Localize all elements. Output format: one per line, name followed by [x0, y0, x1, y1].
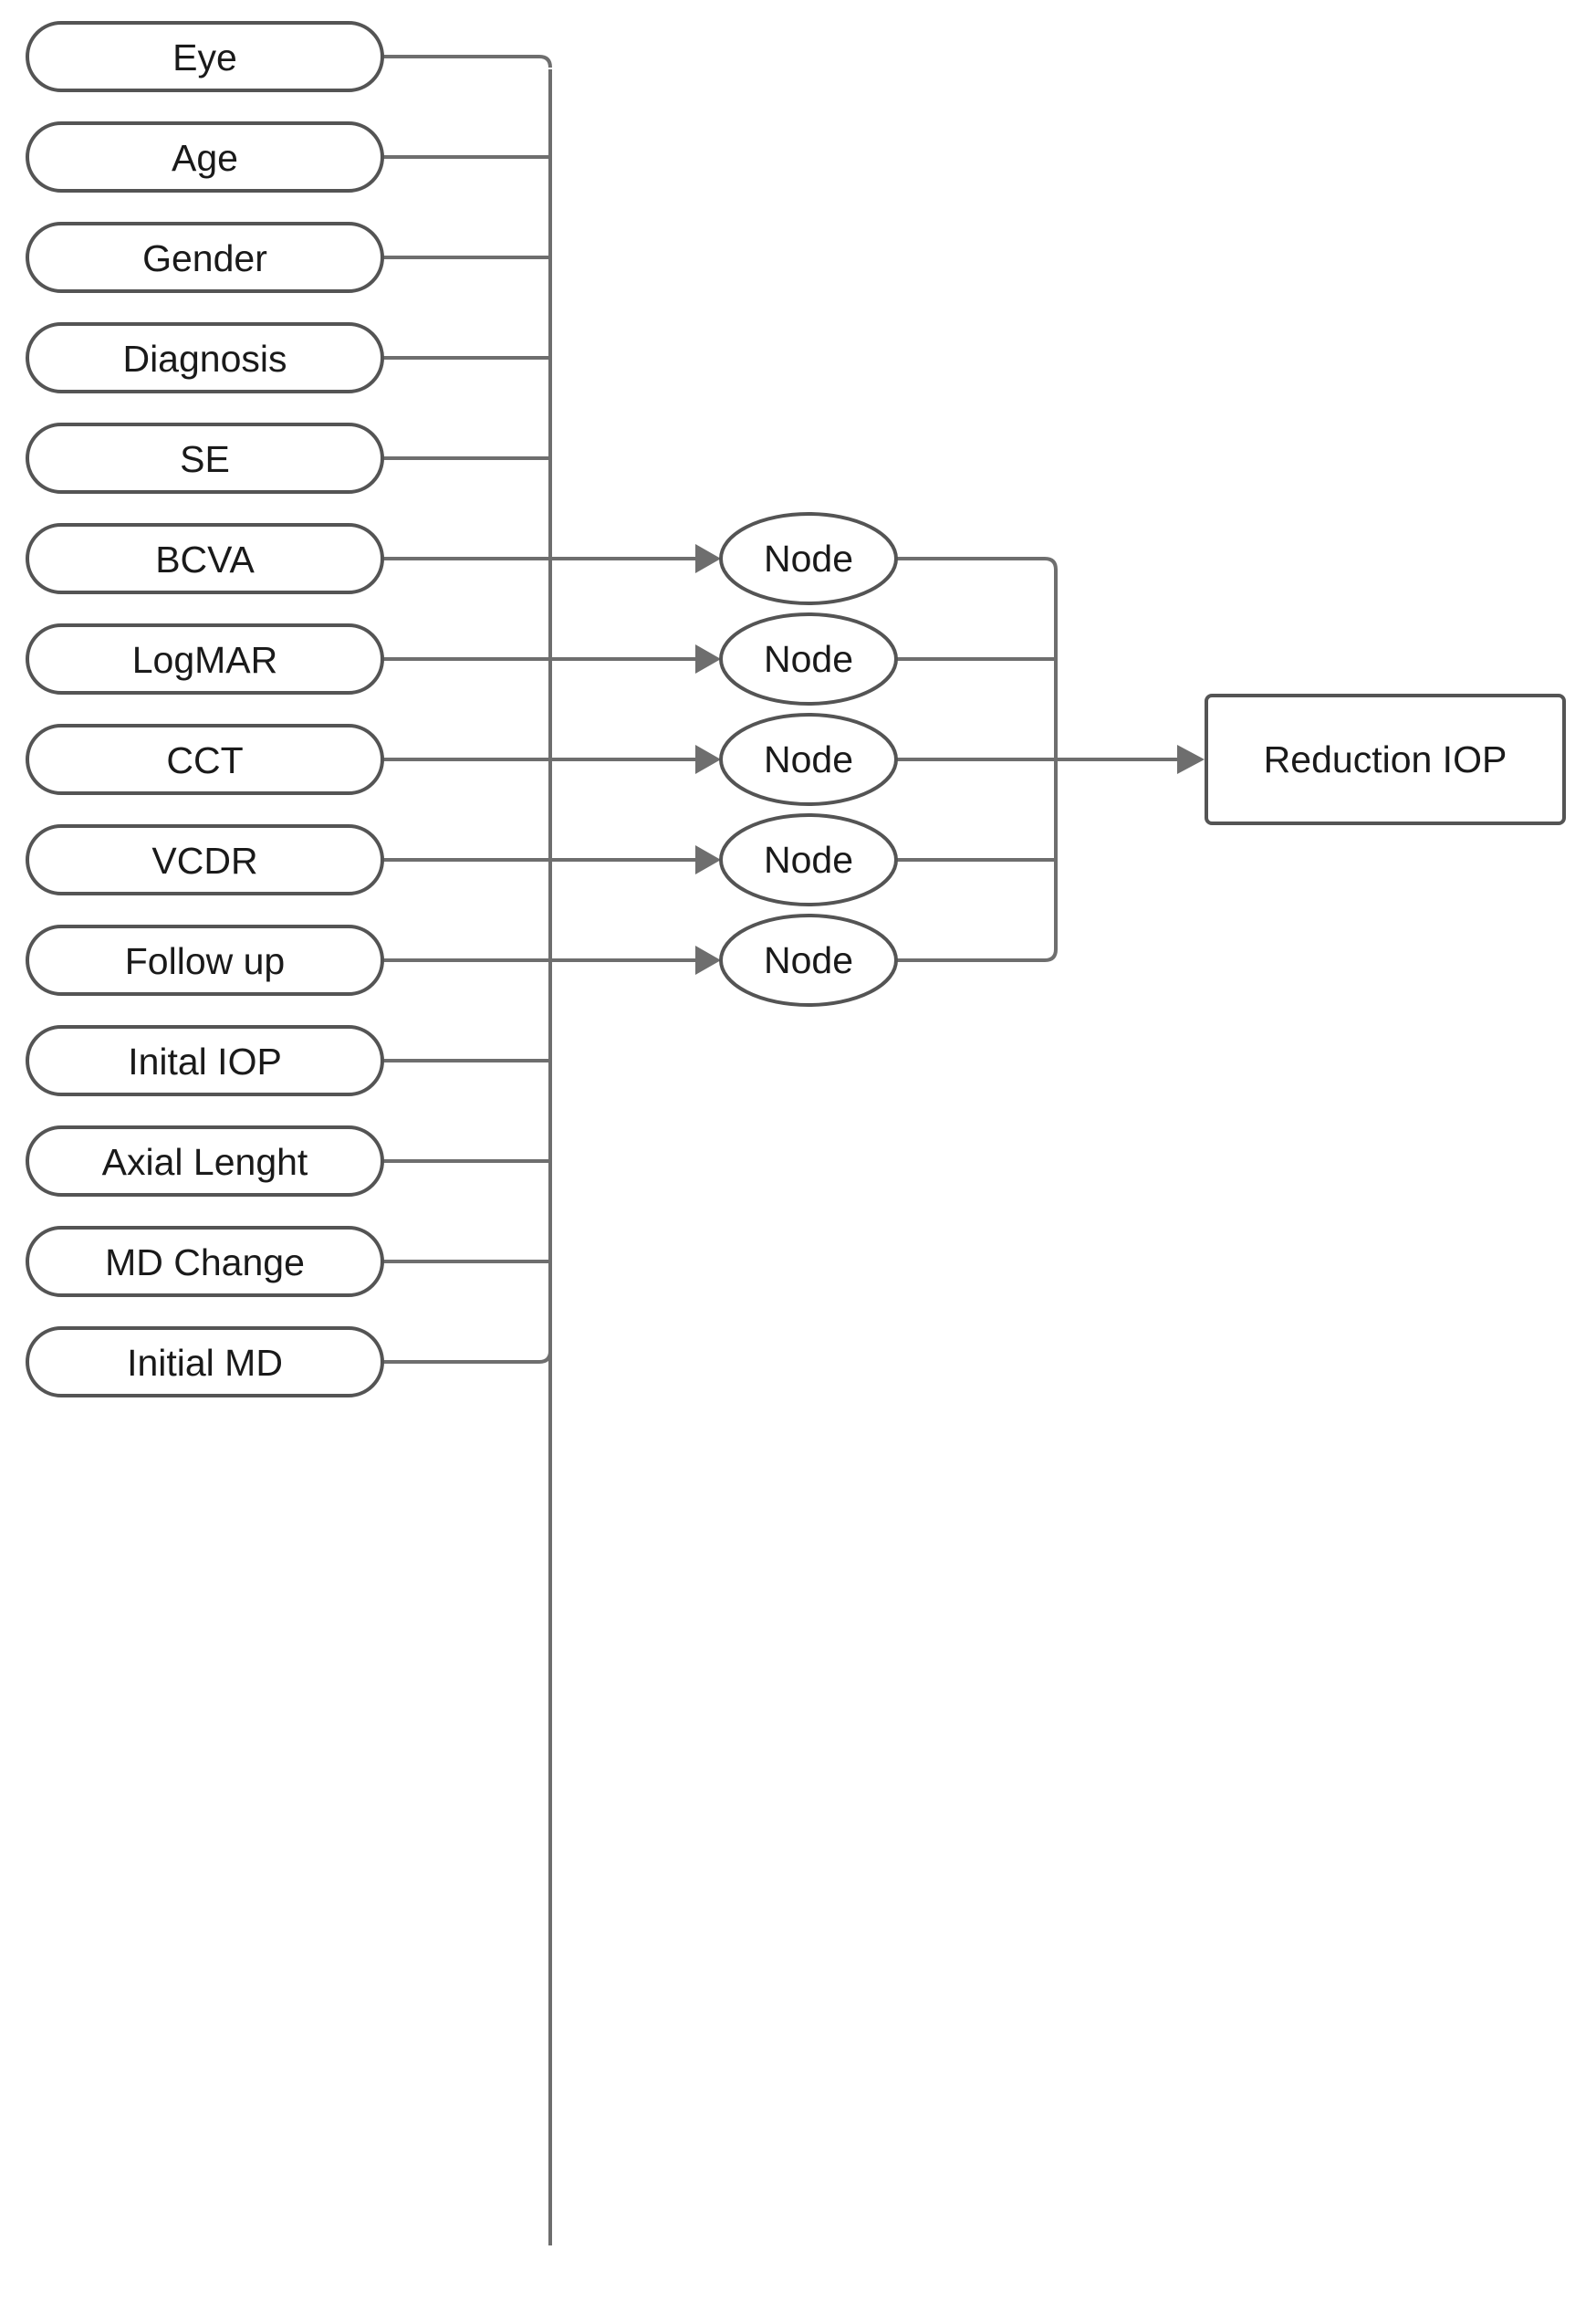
input-node-shape [26, 925, 384, 996]
output-node-reduction-iop[interactable]: Reduction IOP [1205, 694, 1566, 825]
arrowhead-node-1 [695, 544, 721, 573]
input-node-label: SE [180, 438, 230, 480]
input-edge-group [382, 55, 552, 2245]
hidden-node-shape [719, 713, 898, 806]
input-node-follow-up[interactable]: Follow up [26, 925, 384, 996]
input-node-label: Diagnosis [122, 338, 287, 380]
input-node-eye[interactable]: Eye [26, 21, 384, 92]
arrowhead-node-2 [695, 644, 721, 674]
input-node-inital-iop[interactable]: Inital IOP [26, 1025, 384, 1096]
input-node-label: Age [172, 137, 238, 179]
output-layer: Reduction IOP [1205, 694, 1566, 825]
hidden-layer: Node Node Node Node Node [719, 512, 898, 1007]
input-node-shape [26, 322, 384, 393]
edge-eye-to-bus [382, 55, 552, 68]
hidden-node-label: Node [764, 638, 853, 680]
arrowhead-node-3 [695, 745, 721, 774]
input-node-label: Initial MD [127, 1342, 283, 1384]
input-layer: Eye Age Gender Diagnosis SE BCVA [26, 21, 384, 1397]
input-node-initial-md[interactable]: Initial MD [26, 1326, 384, 1397]
input-node-cct[interactable]: CCT [26, 724, 384, 795]
input-node-bcva[interactable]: BCVA [26, 523, 384, 594]
input-node-label: Follow up [125, 940, 285, 982]
hidden-node-3[interactable]: Node [719, 713, 898, 806]
edge-initial-md-to-bus [382, 1350, 552, 1364]
output-node-shape [1205, 694, 1566, 825]
input-node-diagnosis[interactable]: Diagnosis [26, 322, 384, 393]
input-node-shape [26, 523, 384, 594]
input-node-shape [26, 1326, 384, 1397]
input-node-shape [26, 222, 384, 293]
input-node-shape [26, 121, 384, 193]
hidden-node-label: Node [764, 939, 853, 981]
input-node-shape [26, 824, 384, 895]
input-node-label: Inital IOP [128, 1041, 282, 1083]
arrowhead-node-5 [695, 946, 721, 975]
input-node-shape [26, 1226, 384, 1297]
hidden-node-label: Node [764, 738, 853, 780]
input-node-label: LogMAR [132, 639, 278, 681]
hidden-node-shape [719, 914, 898, 1007]
hidden-node-label: Node [764, 839, 853, 881]
input-node-shape [26, 724, 384, 795]
input-node-shape [26, 1125, 384, 1197]
input-node-md-change[interactable]: MD Change [26, 1226, 384, 1297]
input-node-shape [26, 21, 384, 92]
hidden-node-2[interactable]: Node [719, 612, 898, 706]
output-node-label: Reduction IOP [1264, 738, 1507, 780]
input-node-label: Gender [142, 237, 267, 279]
input-node-label: CCT [166, 739, 243, 781]
output-edge-group [897, 557, 1205, 962]
input-node-label: MD Change [105, 1241, 305, 1283]
input-node-shape [26, 1025, 384, 1096]
arrowhead-output [1177, 745, 1205, 774]
hidden-node-5[interactable]: Node [719, 914, 898, 1007]
input-node-se[interactable]: SE [26, 423, 384, 494]
hidden-node-shape [719, 813, 898, 906]
hidden-node-shape [719, 512, 898, 605]
arrowhead-node-4 [695, 845, 721, 874]
input-node-shape [26, 423, 384, 494]
hidden-node-shape [719, 612, 898, 706]
input-node-label: VCDR [151, 840, 257, 882]
hidden-node-4[interactable]: Node [719, 813, 898, 906]
input-node-logmar[interactable]: LogMAR [26, 623, 384, 695]
input-node-shape [26, 623, 384, 695]
hidden-node-label: Node [764, 538, 853, 580]
input-node-label: Axial Lenght [102, 1141, 308, 1183]
edge-node-5-to-bus [897, 948, 1058, 962]
input-node-label: BCVA [155, 539, 255, 581]
input-node-age[interactable]: Age [26, 121, 384, 193]
input-node-axial-lenght[interactable]: Axial Lenght [26, 1125, 384, 1197]
edge-node-1-to-bus [897, 557, 1058, 570]
input-node-label: Eye [172, 37, 237, 78]
hidden-input-edge-group [550, 544, 721, 975]
input-node-vcdr[interactable]: VCDR [26, 824, 384, 895]
input-node-gender[interactable]: Gender [26, 222, 384, 293]
hidden-node-1[interactable]: Node [719, 512, 898, 605]
